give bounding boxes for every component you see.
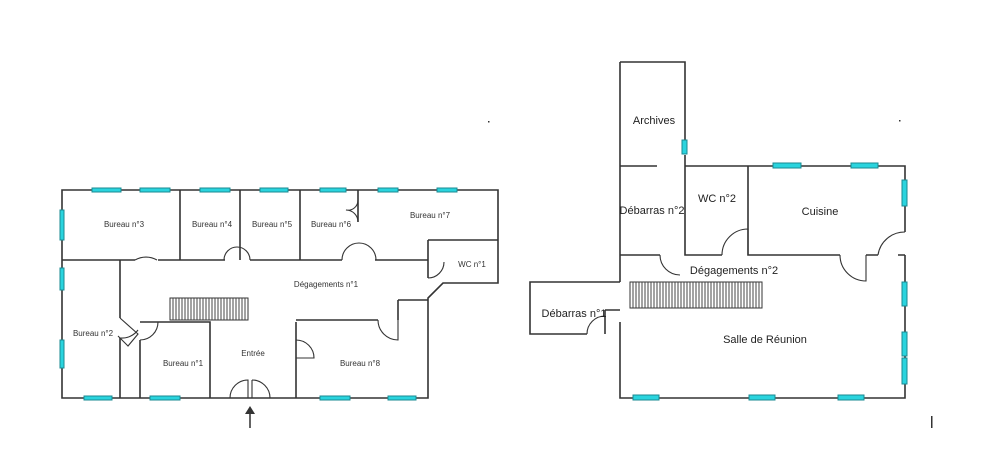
door-bureau1 <box>139 321 159 341</box>
room-label-debarras2: Débarras n°2 <box>620 205 685 217</box>
window <box>837 394 865 401</box>
window <box>91 187 122 193</box>
room-label-bureau3: Bureau n°3 <box>104 220 145 229</box>
room-label-degagements1: Dégagements n°1 <box>294 280 359 289</box>
door-bureau8 <box>377 319 399 341</box>
room-label-bureau8: Bureau n°8 <box>340 359 381 368</box>
room-label-bureau6: Bureau n°6 <box>311 220 352 229</box>
door-debarras1 <box>586 315 606 335</box>
window <box>901 357 908 385</box>
door-cuisine-left <box>839 254 867 282</box>
room-label-wc1: WC n°1 <box>458 260 486 269</box>
door-main-right <box>251 379 271 399</box>
door-bureau4-5 <box>223 246 251 261</box>
room-label-archives: Archives <box>633 115 676 127</box>
window <box>901 331 908 357</box>
door-bureau6 <box>341 242 377 261</box>
stray-mark <box>931 416 933 428</box>
room-label-bureau1: Bureau n°1 <box>163 359 204 368</box>
room-label-salle-reunion: Salle de Réunion <box>723 334 807 346</box>
door-wc1 <box>427 261 445 279</box>
door-bureau3 <box>134 256 158 261</box>
window <box>748 394 776 401</box>
window <box>319 187 347 193</box>
door-degagements2 <box>659 254 681 276</box>
room-label-entree: Entrée <box>241 349 265 358</box>
archives-walls <box>619 61 686 282</box>
left-floor-plan: Bureau n°3 Bureau n°4 Bureau n°5 Bureau … <box>59 187 499 428</box>
window <box>199 187 231 193</box>
window <box>259 187 289 193</box>
top-partitions <box>179 190 359 260</box>
window <box>83 395 113 401</box>
room-label-bureau5: Bureau n°5 <box>252 220 293 229</box>
window <box>59 209 65 241</box>
right-floor-plan: Archives Débarras n°2 WC n°2 Cuisine Dég… <box>529 61 908 401</box>
door-main-left <box>229 379 249 399</box>
door-entree-side <box>295 339 315 359</box>
right-doors <box>586 228 906 335</box>
left-outer-wall <box>61 189 499 399</box>
room-label-wc2: WC n°2 <box>698 193 736 205</box>
room-label-bureau4: Bureau n°4 <box>192 220 233 229</box>
room-label-bureau2: Bureau n°2 <box>73 329 114 338</box>
right-staircase <box>629 281 763 309</box>
right-windows <box>632 139 908 401</box>
window <box>436 187 458 193</box>
room-label-debarras1: Débarras n°1 <box>542 308 607 320</box>
window <box>901 281 908 307</box>
window <box>377 187 399 193</box>
window <box>681 139 688 155</box>
door-bureau6-7 <box>345 199 359 223</box>
door-bureau2 <box>117 317 139 347</box>
window <box>632 394 660 401</box>
window <box>387 395 417 401</box>
left-windows <box>59 187 458 401</box>
right-top-wall <box>685 165 906 232</box>
window <box>850 162 879 169</box>
window <box>901 179 908 207</box>
window <box>59 267 65 291</box>
door-cuisine-right <box>877 231 906 256</box>
window <box>139 187 171 193</box>
wc1-walls <box>427 239 498 278</box>
door-wc2 <box>721 228 749 256</box>
door-bureau2-arc <box>119 329 139 339</box>
room-label-degagements2: Dégagements n°2 <box>690 265 778 277</box>
left-staircase <box>169 297 249 321</box>
stray-dot <box>488 121 490 123</box>
stray-dot <box>899 120 901 122</box>
entrance-arrow-icon <box>245 406 255 428</box>
room-label-cuisine: Cuisine <box>802 206 839 218</box>
room-label-bureau7: Bureau n°7 <box>410 211 451 220</box>
debarras1-walls <box>529 281 620 335</box>
bureau8-walls <box>296 299 428 321</box>
window <box>319 395 351 401</box>
left-doors <box>117 199 445 399</box>
bureau1-walls <box>139 321 211 398</box>
window <box>149 395 181 401</box>
window <box>772 162 802 169</box>
window <box>59 339 65 369</box>
